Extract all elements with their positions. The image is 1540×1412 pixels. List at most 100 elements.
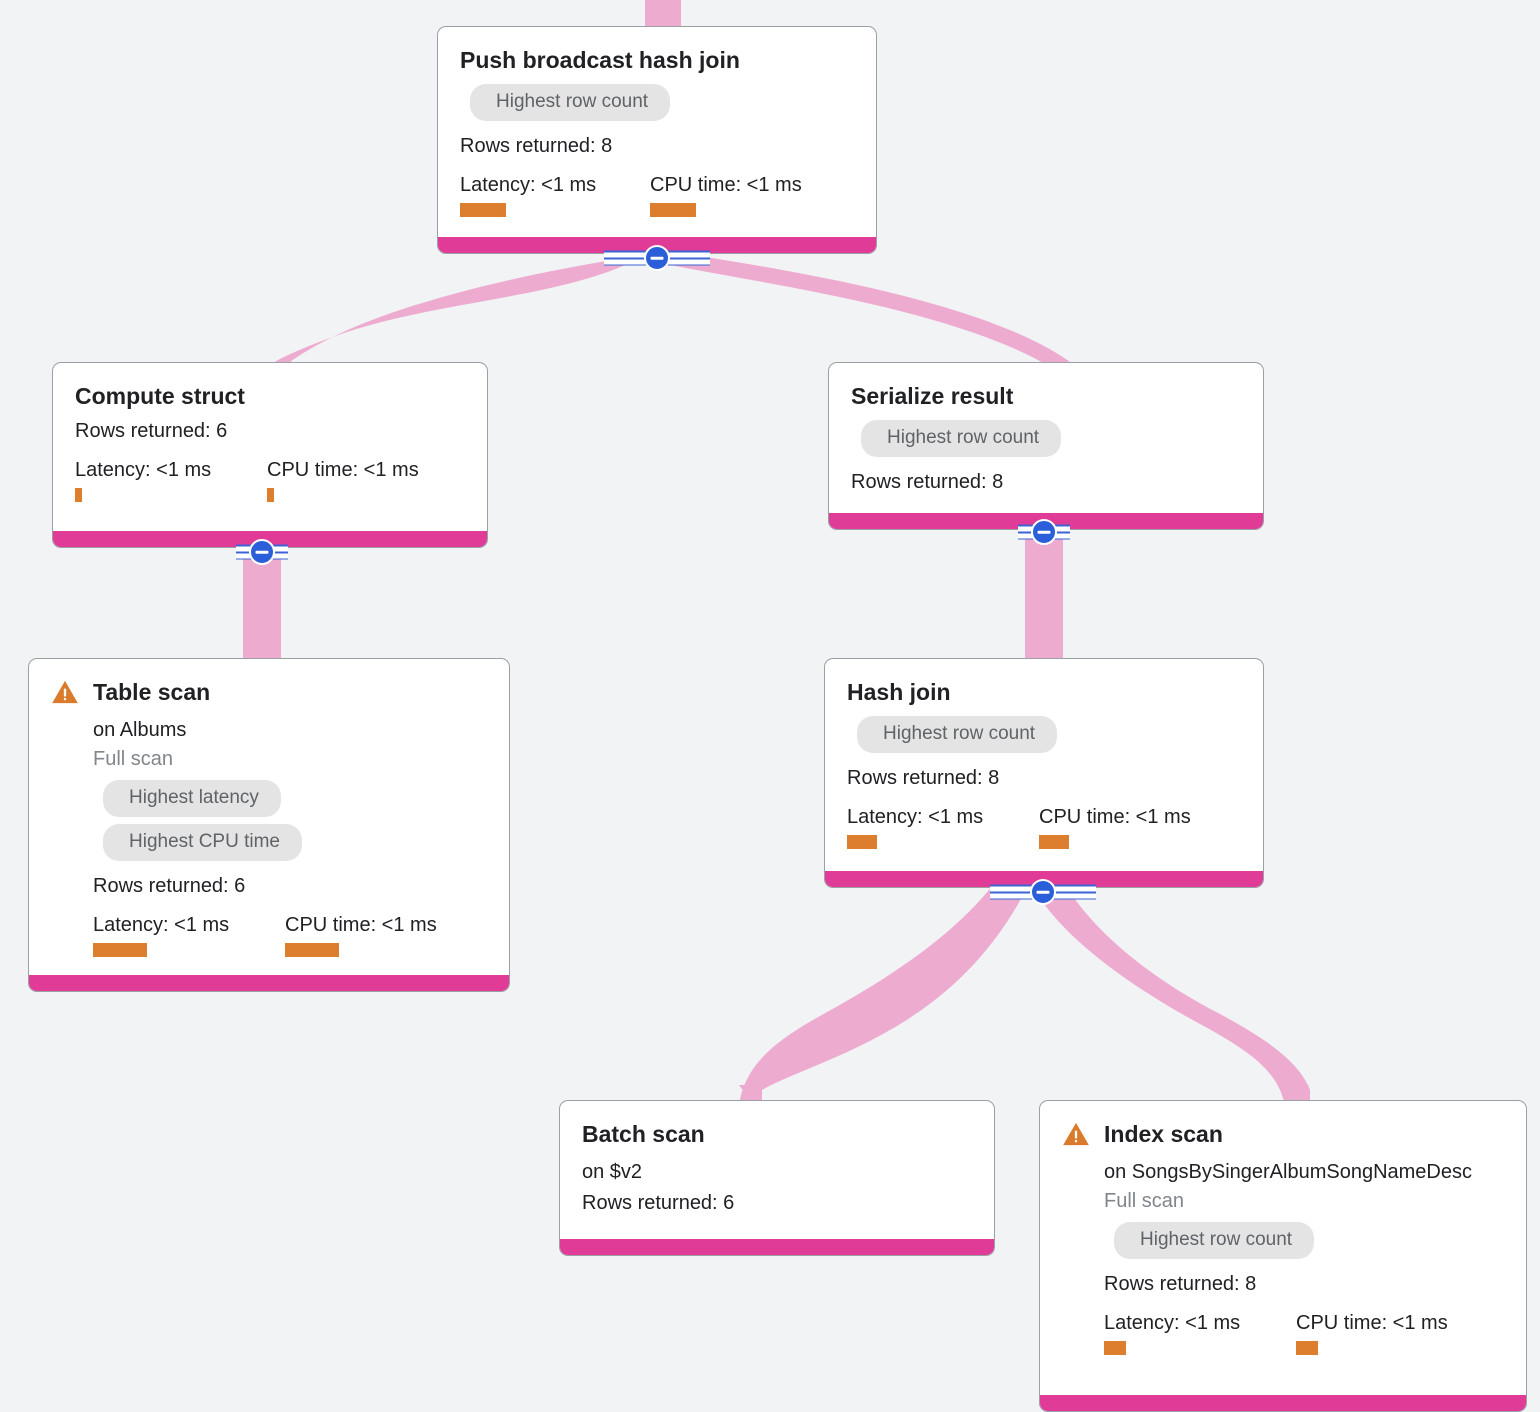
plan-node-hash-join[interactable]: Hash join Highest row count Rows returne… — [824, 658, 1264, 888]
latency-label: Latency: <1 ms — [460, 174, 597, 196]
node-title: Index scan — [1104, 1121, 1223, 1147]
cpu-metric: CPU time: <1 ms — [1296, 1310, 1448, 1355]
cpu-bar — [1039, 835, 1069, 849]
metrics-row: Latency: <1 ms CPU time: <1 ms — [75, 457, 465, 502]
node-title: Hash join — [847, 679, 951, 705]
edge-arrow-batch — [739, 1085, 761, 1100]
edge-push-to-compute — [268, 252, 660, 373]
badge-highest-row-count: Highest row count — [857, 716, 1058, 753]
node-scan-type: Full scan — [1104, 1190, 1185, 1212]
node-title: Batch scan — [582, 1121, 705, 1147]
rows-returned: Rows returned: 6 — [582, 1192, 735, 1214]
cpu-label: CPU time: <1 ms — [1039, 806, 1191, 828]
rows-returned: Rows returned: 8 — [847, 767, 1000, 789]
latency-bar — [1104, 1341, 1126, 1355]
plan-node-batch-scan[interactable]: Batch scan on $v2 Rows returned: 6 — [559, 1100, 995, 1256]
cpu-label: CPU time: <1 ms — [285, 914, 437, 936]
node-body: Serialize result Highest row count Rows … — [829, 363, 1263, 513]
collapse-toggle-compute-struct[interactable] — [236, 537, 288, 567]
latency-bar — [460, 203, 506, 217]
collapse-toggle-push-broadcast-hash-join[interactable] — [604, 243, 710, 273]
badge-highest-row-count: Highest row count — [1114, 1222, 1315, 1259]
cpu-bar — [650, 203, 696, 217]
collapse-minus-icon[interactable] — [644, 245, 670, 271]
cpu-metric: CPU time: <1 ms — [267, 457, 419, 502]
node-scan-type: Full scan — [93, 748, 174, 770]
warning-triangle-icon — [1063, 1122, 1089, 1146]
node-subtitle: on Albums — [93, 719, 187, 741]
node-title: Serialize result — [851, 383, 1014, 409]
rows-returned: Rows returned: 8 — [1104, 1273, 1257, 1295]
node-title-row: Table scan — [51, 677, 210, 707]
cpu-bar — [267, 488, 274, 502]
edge-hash-to-batch — [738, 876, 1028, 1120]
node-accent-bar — [560, 1239, 994, 1255]
latency-label: Latency: <1 ms — [93, 914, 230, 936]
node-body: Index scan on SongsBySingerAlbumSongName… — [1040, 1101, 1526, 1395]
latency-bar — [847, 835, 877, 849]
metrics-row: Latency: <1 ms CPU time: <1 ms — [847, 804, 1241, 849]
badge-highest-latency: Highest latency — [103, 780, 281, 817]
plan-node-compute-struct[interactable]: Compute struct Rows returned: 6 Latency:… — [52, 362, 488, 548]
edge-push-to-serialize — [656, 252, 1080, 372]
rows-returned: Rows returned: 8 — [460, 135, 613, 157]
edge-arrow-index — [1287, 1085, 1309, 1100]
cpu-label: CPU time: <1 ms — [1296, 1312, 1448, 1334]
rows-returned: Rows returned: 8 — [851, 471, 1004, 493]
edge-stub-root — [645, 0, 681, 26]
node-body: Batch scan on $v2 Rows returned: 6 — [560, 1101, 994, 1239]
latency-bar — [75, 488, 82, 502]
collapse-minus-icon[interactable] — [249, 539, 275, 565]
node-title-row: Batch scan — [582, 1119, 705, 1149]
latency-label: Latency: <1 ms — [75, 459, 212, 481]
badge-highest-row-count: Highest row count — [861, 420, 1062, 457]
collapse-minus-icon[interactable] — [1030, 879, 1056, 905]
node-title-row: Compute struct — [75, 381, 245, 411]
latency-label: Latency: <1 ms — [847, 806, 984, 828]
cpu-label: CPU time: <1 ms — [267, 459, 419, 481]
latency-metric: Latency: <1 ms — [93, 912, 285, 957]
metrics-row: Latency: <1 ms CPU time: <1 ms — [1104, 1310, 1526, 1355]
node-subtitle: on $v2 — [582, 1161, 643, 1183]
latency-metric: Latency: <1 ms — [75, 457, 267, 502]
latency-bar — [93, 943, 147, 957]
cpu-metric: CPU time: <1 ms — [285, 912, 437, 957]
node-accent-bar — [53, 531, 487, 547]
plan-node-index-scan[interactable]: Index scan on SongsBySingerAlbumSongName… — [1039, 1100, 1527, 1412]
edge-hash-to-index — [1032, 876, 1310, 1120]
node-title: Table scan — [93, 679, 211, 705]
plan-node-push-broadcast-hash-join[interactable]: Push broadcast hash join Highest row cou… — [437, 26, 877, 254]
rows-returned: Rows returned: 6 — [93, 875, 246, 897]
node-accent-bar — [1040, 1395, 1526, 1411]
edge-serialize-to-hash — [1025, 528, 1063, 670]
node-accent-bar — [29, 975, 509, 991]
cpu-bar — [1296, 1341, 1318, 1355]
metrics-row: Latency: <1 ms CPU time: <1 ms — [93, 912, 509, 957]
node-body: Table scan on Albums Full scan Highest l… — [29, 659, 509, 975]
cpu-label: CPU time: <1 ms — [650, 174, 802, 196]
node-title: Push broadcast hash join — [460, 47, 740, 73]
node-title-row: Serialize result — [851, 381, 1013, 411]
cpu-metric: CPU time: <1 ms — [650, 172, 802, 217]
collapse-minus-icon[interactable] — [1031, 519, 1057, 545]
badge-highest-row-count: Highest row count — [470, 84, 671, 121]
node-body: Push broadcast hash join Highest row cou… — [438, 27, 876, 237]
collapse-toggle-hash-join[interactable] — [990, 877, 1096, 907]
warning-triangle-icon — [52, 680, 78, 704]
latency-label: Latency: <1 ms — [1104, 1312, 1241, 1334]
metrics-row: Latency: <1 ms CPU time: <1 ms — [460, 172, 854, 217]
collapse-toggle-serialize-result[interactable] — [1018, 517, 1070, 547]
node-title-row: Index scan — [1062, 1119, 1223, 1149]
cpu-metric: CPU time: <1 ms — [1039, 804, 1191, 849]
plan-node-table-scan[interactable]: Table scan on Albums Full scan Highest l… — [28, 658, 510, 992]
plan-node-serialize-result[interactable]: Serialize result Highest row count Rows … — [828, 362, 1264, 530]
badge-highest-cpu-time: Highest CPU time — [103, 824, 302, 861]
node-body: Hash join Highest row count Rows returne… — [825, 659, 1263, 871]
node-subtitle: on SongsBySingerAlbumSongNameDesc — [1104, 1161, 1472, 1183]
node-title: Compute struct — [75, 383, 245, 409]
latency-metric: Latency: <1 ms — [847, 804, 1039, 849]
node-title-row: Push broadcast hash join — [460, 45, 740, 75]
latency-metric: Latency: <1 ms — [460, 172, 650, 217]
cpu-bar — [285, 943, 339, 957]
